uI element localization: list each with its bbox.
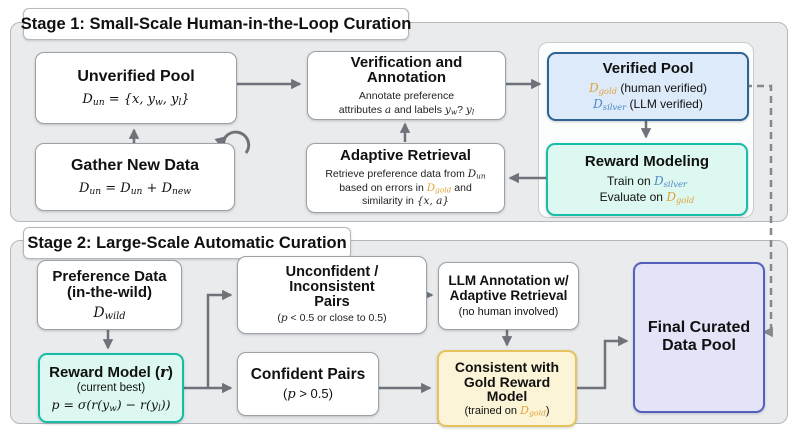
arrow-reward-model-to-unconfident: [206, 289, 233, 388]
verification-body-line2: attributes a and labels yw? yl: [338, 103, 475, 117]
self-loop-icon: [214, 130, 251, 154]
reward-modeling-title: Reward Modeling: [584, 153, 710, 171]
final-pool-title-line2: Data Pool: [662, 337, 736, 354]
preference-data-formula: Dwild: [93, 305, 126, 323]
preference-data-title-line1: Preference Data: [52, 268, 167, 286]
stage2-title: Stage 2: Large-Scale Automatic Curation: [27, 233, 347, 252]
gather-new-data-box: Gather New Data Dun = Dun + Dnew: [35, 143, 235, 211]
verified-pool-line2: Dsilver (LLM verified): [593, 97, 703, 113]
unverified-pool-title: Unverified Pool: [77, 68, 195, 86]
unverified-pool-box: Unverified Pool Dun = {x, yw, yl}: [35, 52, 237, 124]
reward-model-subtitle: (current best): [76, 382, 146, 395]
reward-model-box: Reward Model (r) (current best) p = σ(r(…: [38, 353, 184, 423]
adaptive-retrieval-line2: based on errors in Dgold and: [339, 181, 472, 195]
consistent-title-line3: Model: [486, 388, 528, 405]
unconfident-subtitle: (p < 0.5 or close to 0.5): [277, 312, 387, 325]
unconfident-title-line1: Unconfident /: [285, 264, 379, 281]
confident-pairs-title: Confident Pairs: [250, 365, 366, 383]
unconfident-pairs-box: Unconfident / Inconsistent Pairs (p < 0.…: [237, 256, 427, 334]
consistent-title-line1: Consistent with: [454, 359, 560, 376]
stage1-title-tab: Stage 1: Small-Scale Human-in-the-Loop C…: [20, 8, 412, 40]
reward-modeling-line2: Evaluate on Dgold: [599, 190, 695, 206]
preference-data-title-line2: (in-the-wild): [67, 283, 152, 301]
adaptive-retrieval-line3: similarity in {x, a}: [361, 195, 450, 208]
unconfident-title-line2: Inconsistent: [289, 279, 375, 296]
gather-new-data-title: Gather New Data: [70, 157, 200, 175]
llm-annotation-subtitle: (no human involved): [458, 305, 559, 318]
confident-pairs-box: Confident Pairs (p > 0.5): [237, 352, 379, 416]
verified-pool-box: Verified Pool Dgold (human verified) Dsi…: [547, 52, 749, 121]
adaptive-retrieval-title: Adaptive Retrieval: [340, 147, 471, 165]
llm-annotation-title-line1: LLM Annotation w/: [448, 273, 569, 289]
consistent-subtitle: (trained on Dgold): [464, 403, 550, 418]
reward-model-title: Reward Model (r): [49, 362, 173, 381]
verified-pool-title: Verified Pool: [602, 60, 694, 78]
verified-pool-line1: Dgold (human verified): [588, 81, 708, 96]
confident-pairs-subtitle: (p > 0.5): [283, 385, 333, 402]
verification-title-line1: Verification and: [350, 53, 463, 71]
unverified-pool-formula: Dun = {x, yw, yl}: [82, 92, 190, 109]
verification-annotation-box: Verification and Annotation Annotate pre…: [307, 51, 506, 120]
stage2-title-tab: Stage 2: Large-Scale Automatic Curation: [23, 227, 351, 259]
final-pool-title-line1: Final Curated: [647, 319, 751, 337]
dashed-arrow-verified-pool-to-final: [745, 84, 773, 338]
final-pool-box: Final Curated Data Pool: [633, 262, 765, 413]
preference-data-box: Preference Data (in-the-wild) Dwild: [37, 260, 182, 330]
llm-annotation-title-line2: Adaptive Retrieval: [449, 288, 568, 304]
adaptive-retrieval-box: Adaptive Retrieval Retrieve preference d…: [306, 143, 505, 213]
reward-modeling-line1: Train on Dsilver: [607, 174, 687, 189]
stage1-title: Stage 1: Small-Scale Human-in-the-Loop C…: [20, 14, 412, 33]
consistent-title-line2: Gold Reward: [463, 373, 551, 390]
adaptive-retrieval-line1: Retrieve preference data from Dun: [325, 167, 486, 181]
llm-annotation-box: LLM Annotation w/ Adaptive Retrieval (no…: [438, 262, 579, 330]
verification-title-line2: Annotation: [366, 69, 447, 87]
verification-body-line1: Annotate preference: [358, 90, 455, 103]
arrow-consistent-to-final: [573, 335, 629, 390]
gather-new-data-formula: Dun = Dun + Dnew: [78, 181, 192, 198]
unconfident-title-line3: Pairs: [314, 294, 350, 311]
reward-model-formula: p = σ(r(yw) − r(yl)): [51, 396, 171, 414]
consistent-gold-box: Consistent with Gold Reward Model (train…: [437, 350, 577, 427]
reward-modeling-box: Reward Modeling Train on Dsilver Evaluat…: [546, 143, 748, 216]
